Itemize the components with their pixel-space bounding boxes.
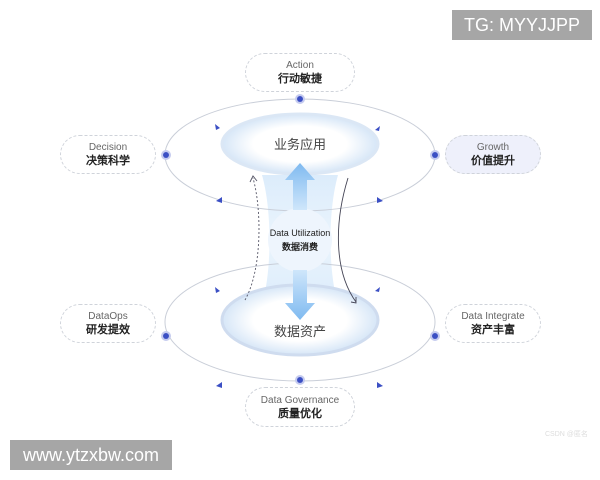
node-action-en: Action [286,60,314,71]
node-integrate-en: Data Integrate [461,311,525,322]
node-data-integrate: Data Integrate 资产丰富 [445,304,541,343]
direction-arrowheads [215,124,383,388]
down-arrow-icon [285,270,315,320]
node-data-governance: Data Governance 质量优化 [245,387,355,427]
node-dataops-en: DataOps [88,311,128,322]
up-arrow-icon [285,163,315,210]
data-utilization-zh: 数据消费 [281,243,318,253]
node-growth-zh: 价值提升 [471,154,515,167]
data-utilization-en: Data Utilization [269,228,331,238]
node-governance-en: Data Governance [260,394,340,406]
node-decision-zh: 决策科学 [86,154,130,167]
dashed-flow-arrow [244,177,260,301]
node-governance-zh: 质量优化 [278,406,322,420]
node-action: Action 行动敏捷 [245,53,355,92]
node-action-zh: 行动敏捷 [278,72,322,85]
watermark-csdn: CSDN @匿名 [545,431,588,438]
node-decision-en: Decision [88,142,128,153]
watermark-site: www.ytzxbw.com [10,440,172,470]
node-dataops-zh: 研发提效 [86,323,130,336]
business-application-label: 业务应用 [273,138,326,153]
node-dataops: DataOps 研发提效 [60,304,156,343]
ring-dots [161,94,440,385]
node-growth-en: Growth [476,142,510,153]
node-growth: Growth 价值提升 [445,135,541,174]
center-circle [268,208,332,272]
data-assets-label: 数据资产 [273,325,326,340]
node-integrate-zh: 资产丰富 [471,323,515,336]
watermark-tg: TG: MYYJJPP [452,10,592,40]
node-decision: Decision 决策科学 [60,135,156,174]
solid-flow-arrow [338,177,357,303]
